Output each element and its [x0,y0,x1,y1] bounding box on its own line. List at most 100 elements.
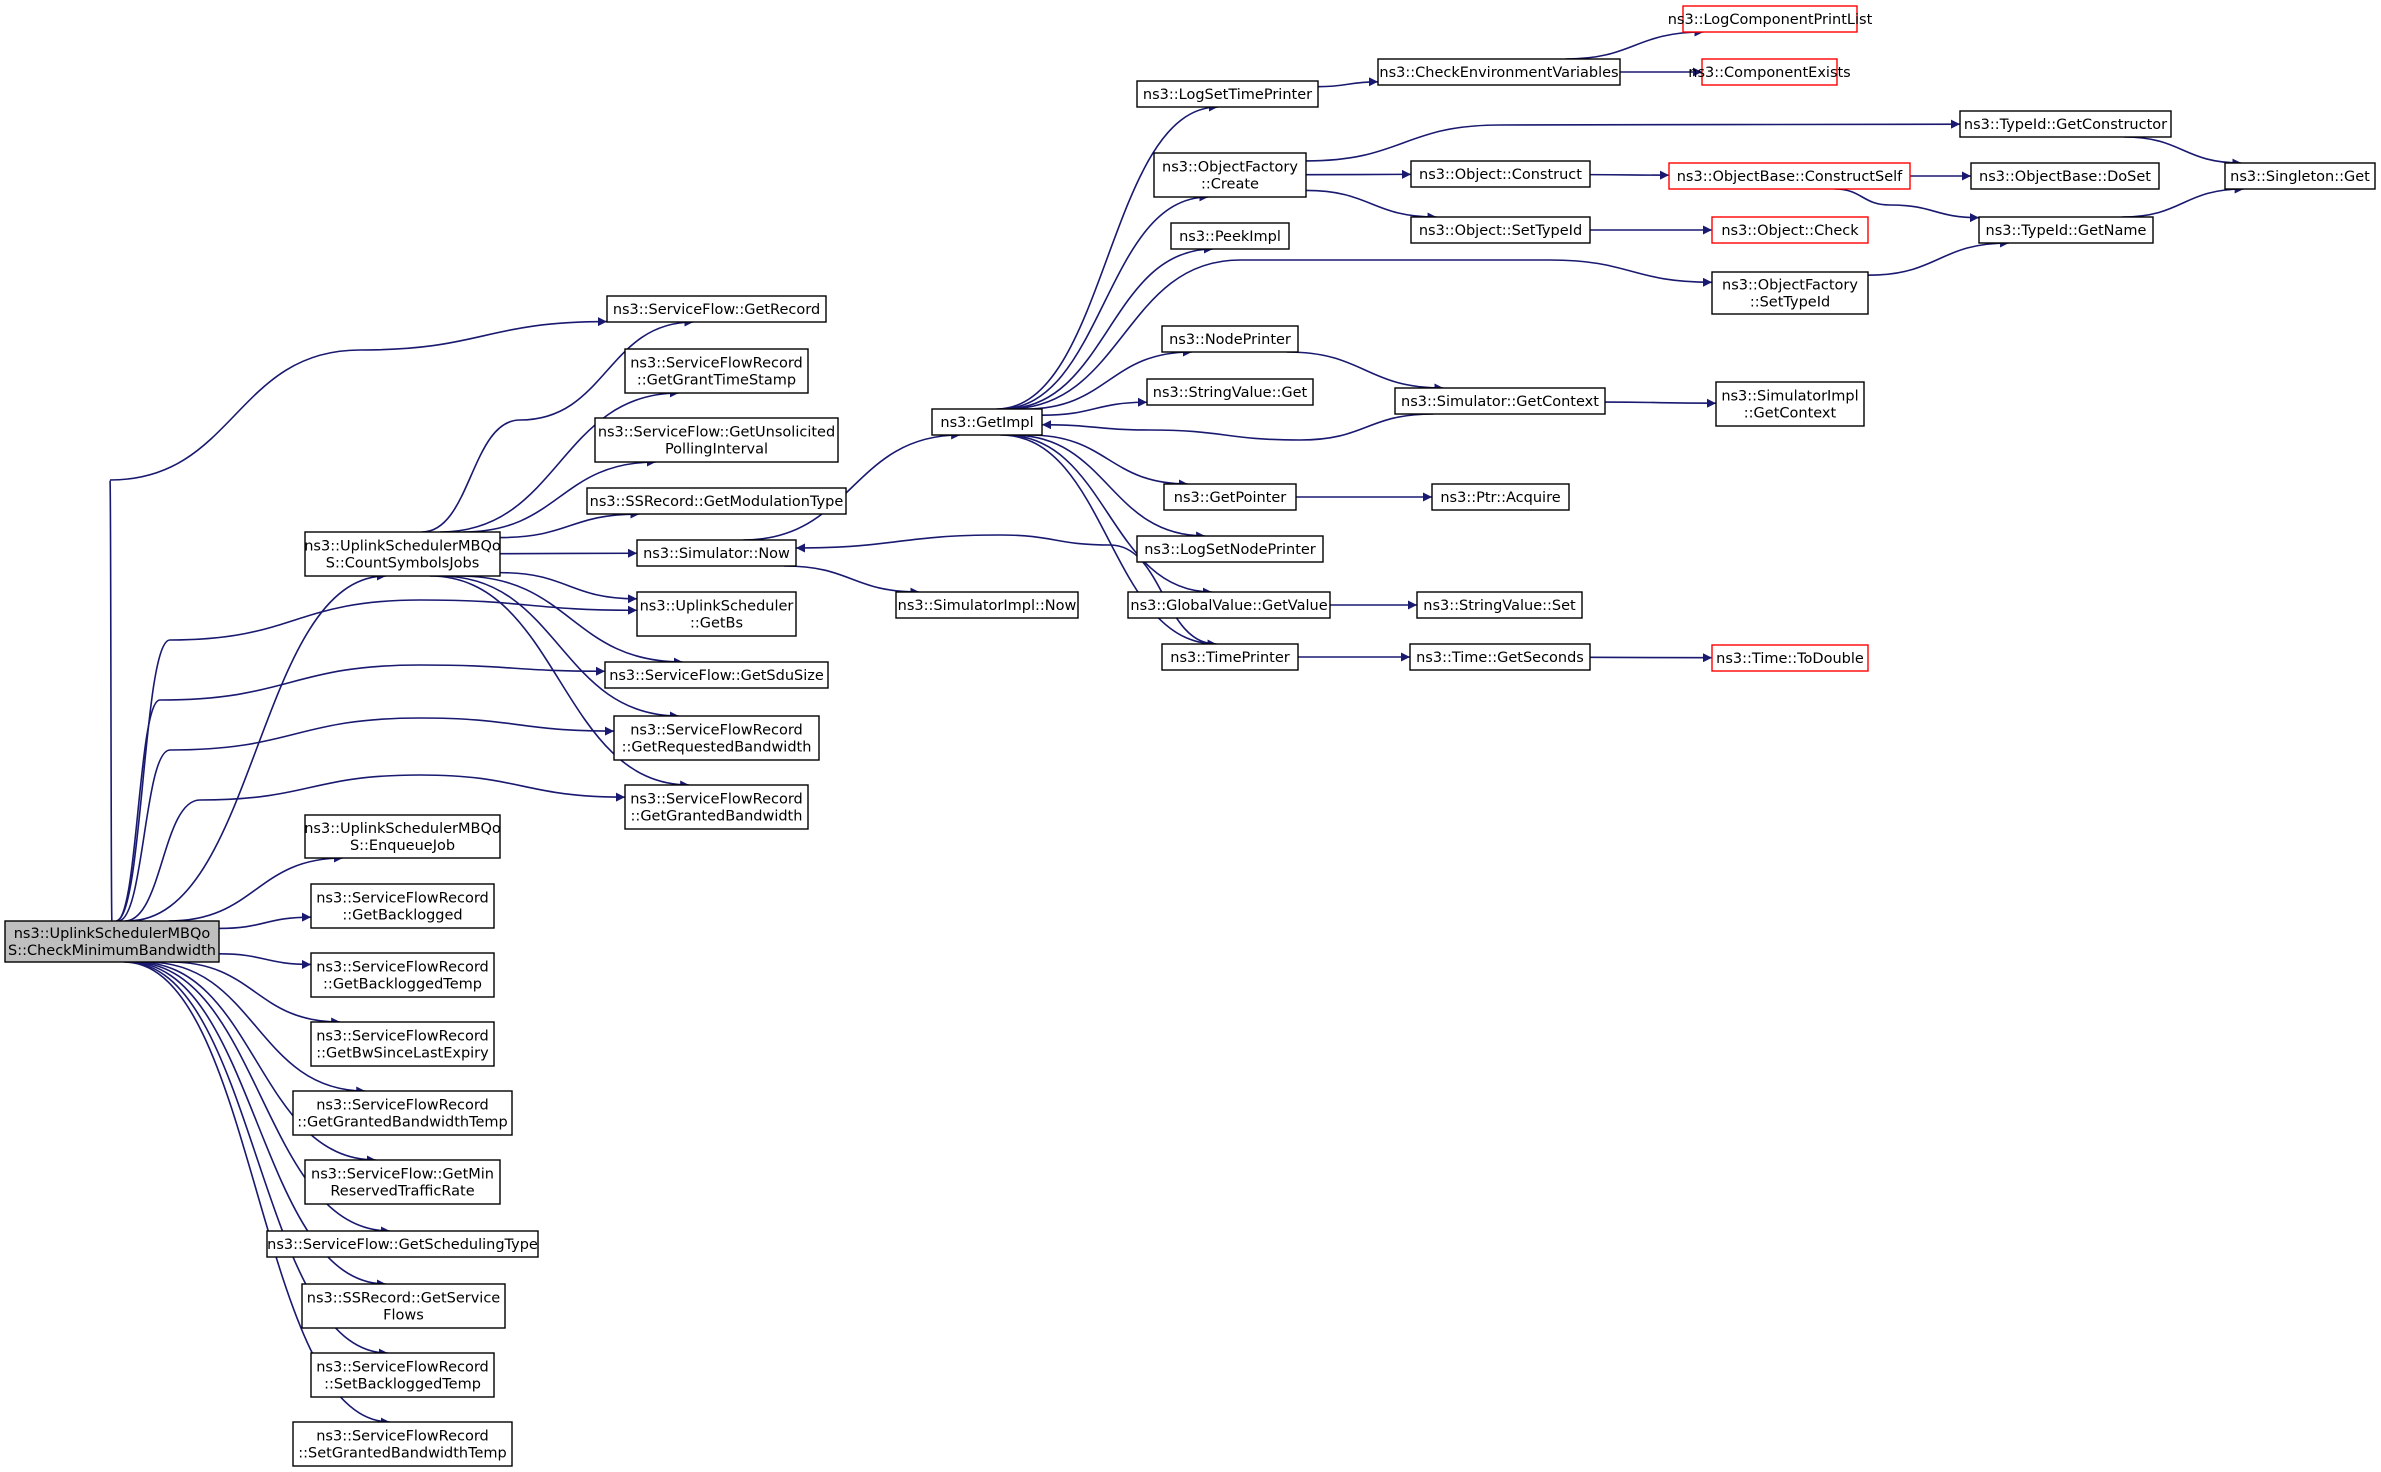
node-label: ns3::ServiceFlowRecord [630,791,803,807]
edge-getimpl-to-peekimpl [1003,244,1214,410]
node-box [1136,535,1324,563]
node-simnow[interactable]: ns3::Simulator::Now [636,539,797,567]
node-ofsettypeid[interactable]: ns3::ObjectFactory::SetTypeId [1711,271,1869,315]
node-sfgr[interactable]: ns3::ServiceFlow::GetRecord [606,295,827,323]
edge-checkenv-to-logcpl [1565,27,1704,60]
node-label: ns3::Time::ToDouble [1716,651,1864,667]
node-label: ns3::ServiceFlow::GetRecord [613,302,820,318]
node-box [266,1230,539,1258]
node-gblt[interactable]: ns3::ServiceFlowRecord::GetBackloggedTem… [310,952,495,998]
node-logcpl[interactable]: ns3::LogComponentPrintList [1668,5,1873,33]
edge-logstp-to-checkenv [1317,77,1379,88]
node-label: ns3::GlobalValue::GetValue [1130,598,1327,614]
node-typeidgetctor[interactable]: ns3::TypeId::GetConstructor [1959,110,2172,138]
node-label: ns3::Ptr::Acquire [1440,490,1560,506]
edge-csj-to-ssgmt [499,509,640,539]
node-label: ns3::SSRecord::GetModulationType [590,494,844,510]
node-getimpl[interactable]: ns3::GetImpl [931,408,1043,436]
node-compexists[interactable]: ns3::ComponentExists [1688,58,1851,86]
node-ofcreate[interactable]: ns3::ObjectFactory::Create [1153,152,1307,198]
node-box [1146,378,1314,406]
edge-getimpl-to-timeprinter [1000,434,1217,649]
edge-getimpl-to-logstp [996,102,1218,410]
node-box [1416,591,1583,619]
node-objsettypeid[interactable]: ns3::Object::SetTypeId [1410,216,1591,244]
node-simimplnow[interactable]: ns3::SimulatorImpl::Now [895,591,1079,619]
node-label: ns3::StringValue::Get [1153,385,1308,401]
node-timeprinter[interactable]: ns3::TimePrinter [1161,643,1299,671]
node-label: ns3::ServiceFlowRecord [316,1097,489,1113]
node-objconstruct[interactable]: ns3::Object::Construct [1410,160,1591,188]
edge-root-to-sfrgrb [117,717,615,922]
node-gminrtr[interactable]: ns3::ServiceFlow::GetMinReservedTrafficR… [304,1159,501,1205]
node-objcheck[interactable]: ns3::Object::Check [1711,216,1869,244]
node-ptracquire[interactable]: ns3::Ptr::Acquire [1431,483,1570,511]
node-strvalset[interactable]: ns3::StringValue::Set [1416,591,1583,619]
node-box [1377,58,1621,86]
node-gst[interactable]: ns3::ServiceFlow::GetSchedulingType [266,1230,539,1258]
edge-typeidgetname-to-singletonget [2122,184,2244,218]
node-sfgupi[interactable]: ns3::ServiceFlow::GetUnsolicitedPollingI… [594,417,839,463]
edge-getimpl-to-ofcreate [999,192,1209,410]
node-box [1153,152,1307,198]
node-sgbt[interactable]: ns3::ServiceFlowRecord::SetGrantedBandwi… [292,1421,513,1467]
node-label: ns3::Singleton::Get [2230,169,2370,185]
node-csj[interactable]: ns3::UplinkSchedulerMBQoS::CountSymbolsJ… [304,531,501,577]
node-root[interactable]: ns3::UplinkSchedulerMBQoS::CheckMinimumB… [4,920,220,963]
node-getpointer[interactable]: ns3::GetPointer [1163,483,1297,511]
node-box [895,591,1079,619]
node-box [613,715,820,761]
edge-root-to-ggbt [146,961,366,1096]
node-strvalget[interactable]: ns3::StringValue::Get [1146,378,1314,406]
edge-getimpl-to-nodeprinter [1025,347,1192,410]
node-label: ns3::StringValue::Set [1423,598,1576,614]
node-gvgetvalue[interactable]: ns3::GlobalValue::GetValue [1127,591,1331,619]
node-sfrggb[interactable]: ns3::ServiceFlowRecord::GetGrantedBandwi… [624,784,809,830]
node-box [1409,643,1591,671]
node-logsnp[interactable]: ns3::LogSetNodePrinter [1136,535,1324,563]
edge-root-to-sfrggb [124,774,626,922]
node-nodeprinter[interactable]: ns3::NodePrinter [1161,325,1299,353]
node-label: ns3::ComponentExists [1688,65,1851,81]
node-label: ns3::ServiceFlowRecord [316,1028,489,1044]
edge-typeidgetctor-to-singletonget [2124,136,2242,168]
node-label: ns3::LogComponentPrintList [1668,12,1873,28]
node-checkenv[interactable]: ns3::CheckEnvironmentVariables [1377,58,1621,86]
node-typeidgetname[interactable]: ns3::TypeId::GetName [1978,216,2154,244]
node-gbsle[interactable]: ns3::ServiceFlowRecord::GetBwSinceLastEx… [310,1021,495,1067]
node-logstp[interactable]: ns3::LogSetTimePrinter [1136,80,1319,108]
node-sfrgts[interactable]: ns3::ServiceFlowRecord::GetGrantTimeStam… [624,348,809,394]
node-label: Flows [383,1307,424,1323]
node-sfgsdu[interactable]: ns3::ServiceFlow::GetSduSize [604,661,829,689]
node-box [310,952,495,998]
edge-ofcreate-to-objsettypeid [1305,189,1437,222]
node-box [636,539,797,567]
node-peekimpl[interactable]: ns3::PeekImpl [1170,222,1290,250]
node-obdoset[interactable]: ns3::ObjectBase::DoSet [1970,162,2160,190]
node-sfrgrb[interactable]: ns3::ServiceFlowRecord::GetRequestedBand… [613,715,820,761]
node-box [304,814,501,859]
node-timegetsec[interactable]: ns3::Time::GetSeconds [1409,643,1591,671]
node-simimplgetctx[interactable]: ns3::SimulatorImpl::GetContext [1715,381,1865,427]
node-label: ns3::PeekImpl [1179,229,1281,245]
node-label: ::GetGrantTimeStamp [637,372,796,388]
edge-getimpl-to-gvgetvalue [1004,434,1212,597]
node-sblt[interactable]: ns3::ServiceFlowRecord::SetBackloggedTem… [310,1352,495,1398]
node-label: ns3::Simulator::Now [643,546,790,562]
node-ssgmt[interactable]: ns3::SSRecord::GetModulationType [586,487,847,515]
node-obcs[interactable]: ns3::ObjectBase::ConstructSelf [1668,162,1911,190]
node-ggbt[interactable]: ns3::ServiceFlowRecord::GetGrantedBandwi… [292,1090,513,1136]
node-label: ::SetBackloggedTemp [324,1376,481,1392]
node-label: ::SetTypeId [1750,294,1830,310]
node-timetodouble[interactable]: ns3::Time::ToDouble [1711,644,1869,672]
node-ulgbs[interactable]: ns3::UplinkScheduler::GetBs [636,591,797,637]
node-label: ns3::ServiceFlowRecord [316,959,489,975]
node-box [636,591,797,637]
node-singletonget[interactable]: ns3::Singleton::Get [2224,162,2376,190]
node-box [1410,160,1591,188]
node-gbl[interactable]: ns3::ServiceFlowRecord::GetBacklogged [310,883,495,929]
node-simgetctx[interactable]: ns3::Simulator::GetContext [1394,387,1606,415]
edge-getimpl-to-ofsettypeid [1007,259,1713,410]
